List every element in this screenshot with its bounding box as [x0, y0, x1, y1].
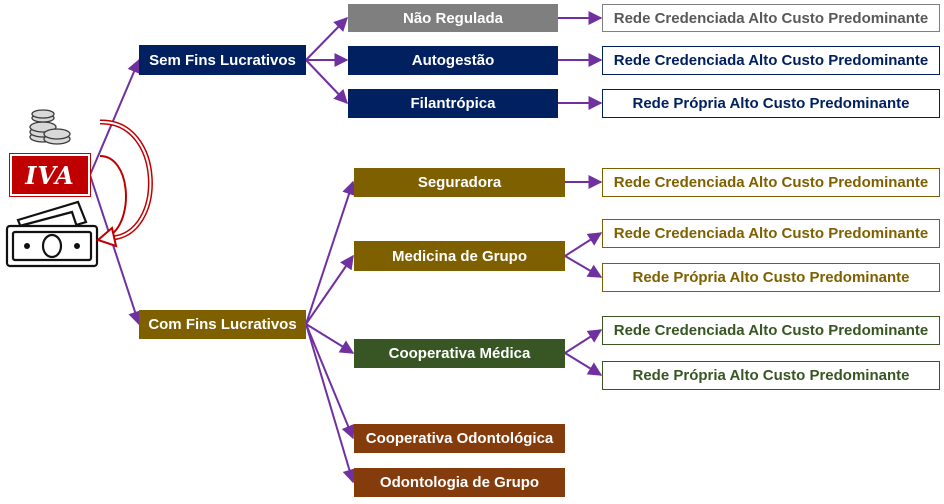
type-odontologia-de-grupo: Odontologia de Grupo: [354, 468, 565, 497]
network-filantropica: Rede Própria Alto Custo Predominante: [602, 89, 940, 118]
network-autogestao: Rede Credenciada Alto Custo Predominante: [602, 46, 940, 75]
connector-medicina-rede2: [564, 255, 603, 278]
group-com-fins-lucrativos: Com Fins Lucrativos: [139, 310, 306, 339]
network-seguradora: Rede Credenciada Alto Custo Predominante: [602, 168, 940, 197]
type-nao-regulada: Não Regulada: [348, 4, 558, 32]
network-medicina-propria: Rede Própria Alto Custo Predominante: [602, 263, 940, 292]
connector-com-medicina: [305, 254, 354, 325]
banknote-icon: [5, 200, 99, 268]
network-cooperativa-propria: Rede Própria Alto Custo Predominante: [602, 361, 940, 390]
type-autogestao: Autogestão: [348, 46, 558, 75]
connector-cooperativa-rede1: [564, 329, 603, 354]
connector-cooperativa-rede2: [564, 352, 603, 376]
network-medicina-credenciada: Rede Credenciada Alto Custo Predominante: [602, 219, 940, 248]
type-cooperativa-medica: Cooperativa Médica: [354, 339, 565, 368]
type-medicina-de-grupo: Medicina de Grupo: [354, 241, 565, 271]
type-filantropica: Filantrópica: [348, 89, 558, 118]
connector-sem-filantropica: [305, 59, 348, 105]
coins-icon: [29, 109, 71, 145]
connector-com-cooperativa: [305, 323, 355, 354]
network-nao-regulada: Rede Credenciada Alto Custo Predominante: [602, 4, 940, 32]
connector-com-coopodonto: [305, 323, 355, 440]
connector-iva-sem-fins: [89, 58, 141, 176]
iva-badge: IVA: [9, 153, 91, 197]
cycle-arrow-icon: [96, 119, 153, 248]
network-cooperativa-credenciada: Rede Credenciada Alto Custo Predominante: [602, 316, 940, 345]
connector-iva-com-fins: [89, 174, 142, 326]
connector-com-seguradora: [305, 180, 356, 325]
connector-sem-naoregulada: [305, 16, 348, 61]
type-seguradora: Seguradora: [354, 168, 565, 197]
connector-com-odontogrupo: [305, 323, 357, 484]
type-cooperativa-odontologica: Cooperativa Odontológica: [354, 424, 565, 453]
group-sem-fins-lucrativos: Sem Fins Lucrativos: [139, 45, 306, 75]
connector-medicina-rede1: [564, 232, 603, 257]
